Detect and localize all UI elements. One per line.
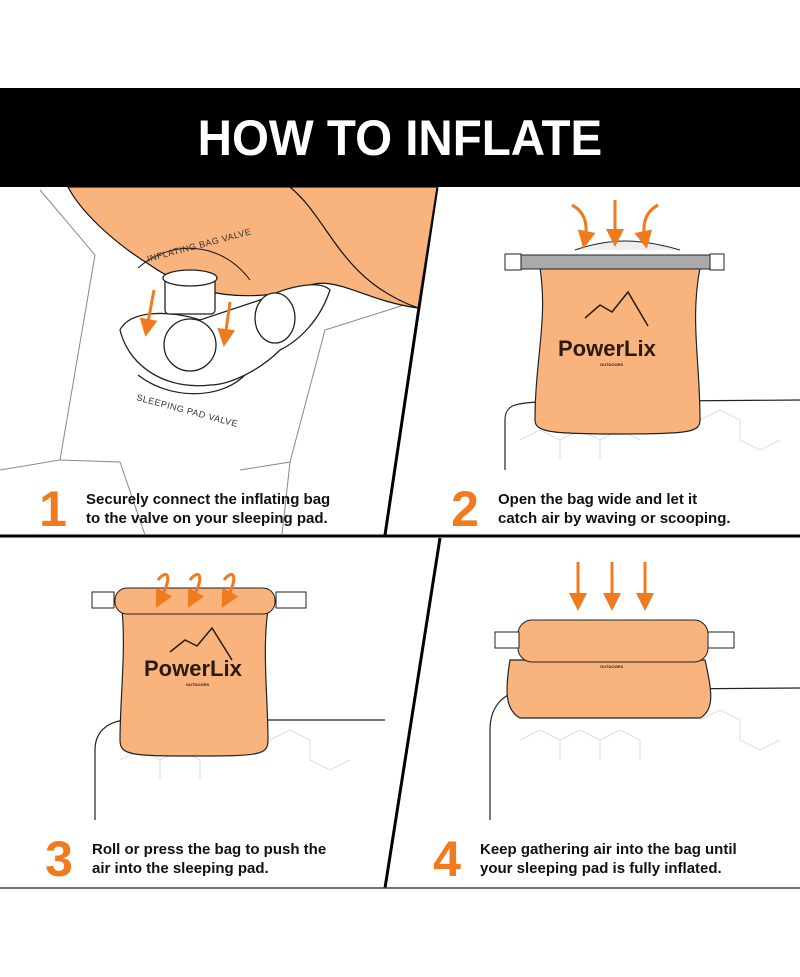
step2-illustration: PowerLix OUTDOORS xyxy=(504,200,800,470)
step-1: 1 Securely connect the inflating bag to t… xyxy=(28,480,330,538)
brand-sub: OUTDOORS xyxy=(186,682,209,687)
pad-valve-label: SLEEPING PAD VALVE xyxy=(135,392,239,429)
step-3: 3 Roll or press the bag to push the air i… xyxy=(34,830,326,888)
step-number: 1 xyxy=(39,481,67,537)
step-4: 4 Keep gathering air into the bag until y… xyxy=(422,830,737,888)
step-text: Keep gathering air into the bag until xyxy=(480,841,737,858)
step3-illustration: PowerLix OUTDOORS xyxy=(91,573,385,820)
brand-logo: PowerLix xyxy=(558,336,657,361)
step4-illustration: OUTDOORS xyxy=(489,562,800,820)
step-text: Securely connect the inflating bag xyxy=(86,491,331,508)
step-text: Roll or press the bag to push the xyxy=(92,841,327,858)
step-number: 2 xyxy=(451,481,479,537)
brand-sub: OUTDOORS xyxy=(600,664,623,669)
title-banner: HOW TO INFLATE xyxy=(0,88,800,187)
step-text: Open the bag wide and let it xyxy=(498,491,698,508)
step-text: catch air by waving or scooping. xyxy=(498,510,731,527)
brand-logo: PowerLix xyxy=(144,656,243,681)
step-text: your sleeping pad is fully inflated. xyxy=(480,860,722,877)
step-text: air into the sleeping pad. xyxy=(92,860,269,877)
page-title: HOW TO INFLATE xyxy=(197,109,603,166)
step-number: 4 xyxy=(433,831,461,887)
brand-sub: OUTDOORS xyxy=(600,362,623,367)
step-number: 3 xyxy=(45,831,73,887)
step-text: to the valve on your sleeping pad. xyxy=(86,510,328,527)
step-2: 2 Open the bag wide and let it catch air … xyxy=(440,480,731,538)
